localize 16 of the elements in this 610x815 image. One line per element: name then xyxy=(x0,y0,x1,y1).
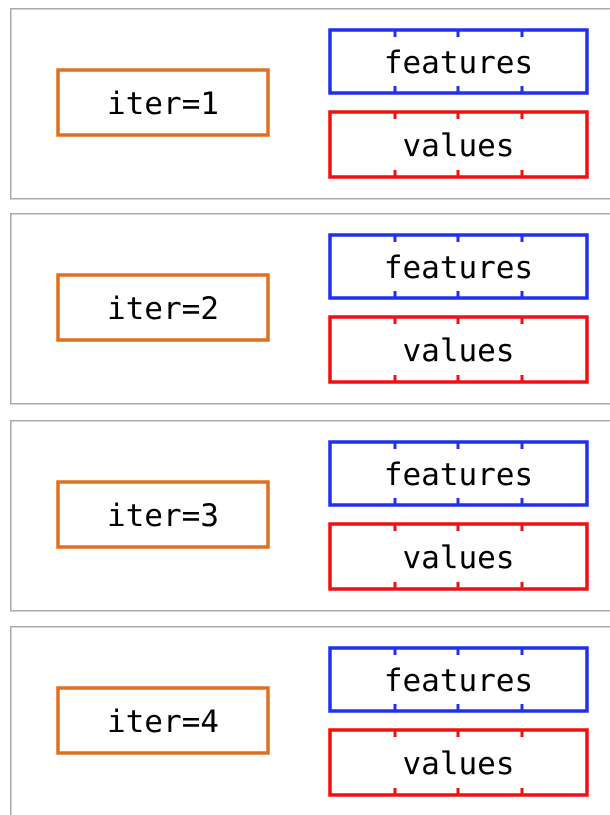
values-bar: values xyxy=(328,315,589,384)
panel xyxy=(10,213,610,404)
features-bar: features xyxy=(328,233,589,300)
values-bar: values xyxy=(328,522,589,591)
features-bar: features xyxy=(328,440,589,507)
panel xyxy=(10,420,610,612)
panel xyxy=(10,8,610,200)
iter-box: iter=4 xyxy=(56,686,270,755)
panel xyxy=(10,626,610,815)
iter-box: iter=2 xyxy=(56,273,270,342)
values-bar: values xyxy=(328,728,589,797)
features-bar: features xyxy=(328,28,589,95)
iter-box: iter=3 xyxy=(56,480,270,549)
iter-box: iter=1 xyxy=(56,68,270,137)
values-bar: values xyxy=(328,110,589,179)
features-bar: features xyxy=(328,646,589,713)
